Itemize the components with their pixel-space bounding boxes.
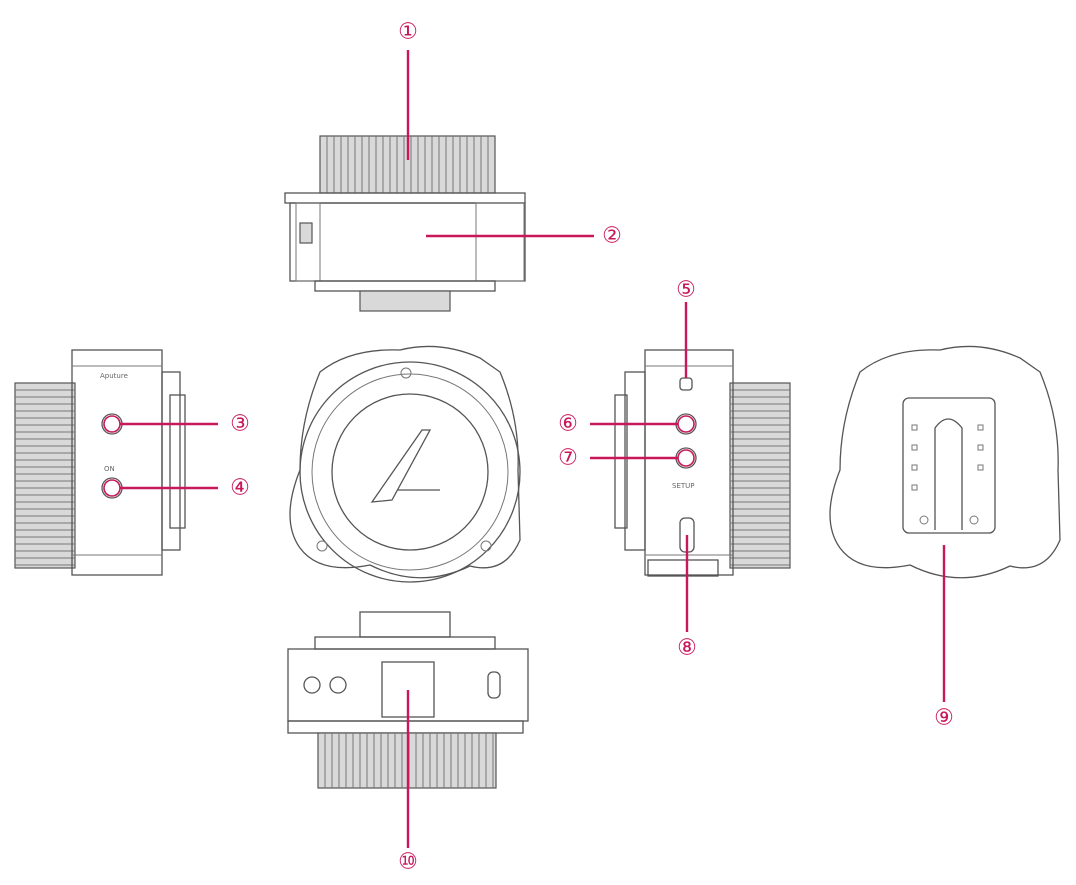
brand-mark-side: Aputure bbox=[100, 372, 128, 380]
front-view bbox=[289, 345, 521, 583]
callout-leaders bbox=[103, 50, 946, 848]
callout-6: ⑥ bbox=[558, 412, 578, 437]
callout-10: ⑩ bbox=[398, 850, 418, 875]
svg-text:ON: ON bbox=[104, 465, 115, 473]
callout-9: ⑨ bbox=[934, 706, 954, 731]
callout-4: ④ bbox=[230, 476, 250, 501]
callout-8: ⑧ bbox=[677, 636, 697, 661]
top-view bbox=[284, 135, 526, 312]
callout-2: ② bbox=[602, 224, 622, 249]
svg-text:SETUP: SETUP bbox=[672, 482, 695, 490]
callout-5: ⑤ bbox=[676, 278, 696, 303]
callout-numbers: ① ② ③ ④ ⑤ ⑥ ⑦ ⑧ ⑨ ⑩ bbox=[230, 20, 954, 875]
right-side-view: SETUP bbox=[614, 349, 791, 577]
callout-7: ⑦ bbox=[558, 446, 578, 471]
left-side-view: Aputure ON bbox=[14, 349, 186, 576]
callout-3: ③ bbox=[230, 412, 250, 437]
callout-1: ① bbox=[398, 20, 418, 45]
back-view bbox=[829, 345, 1061, 579]
